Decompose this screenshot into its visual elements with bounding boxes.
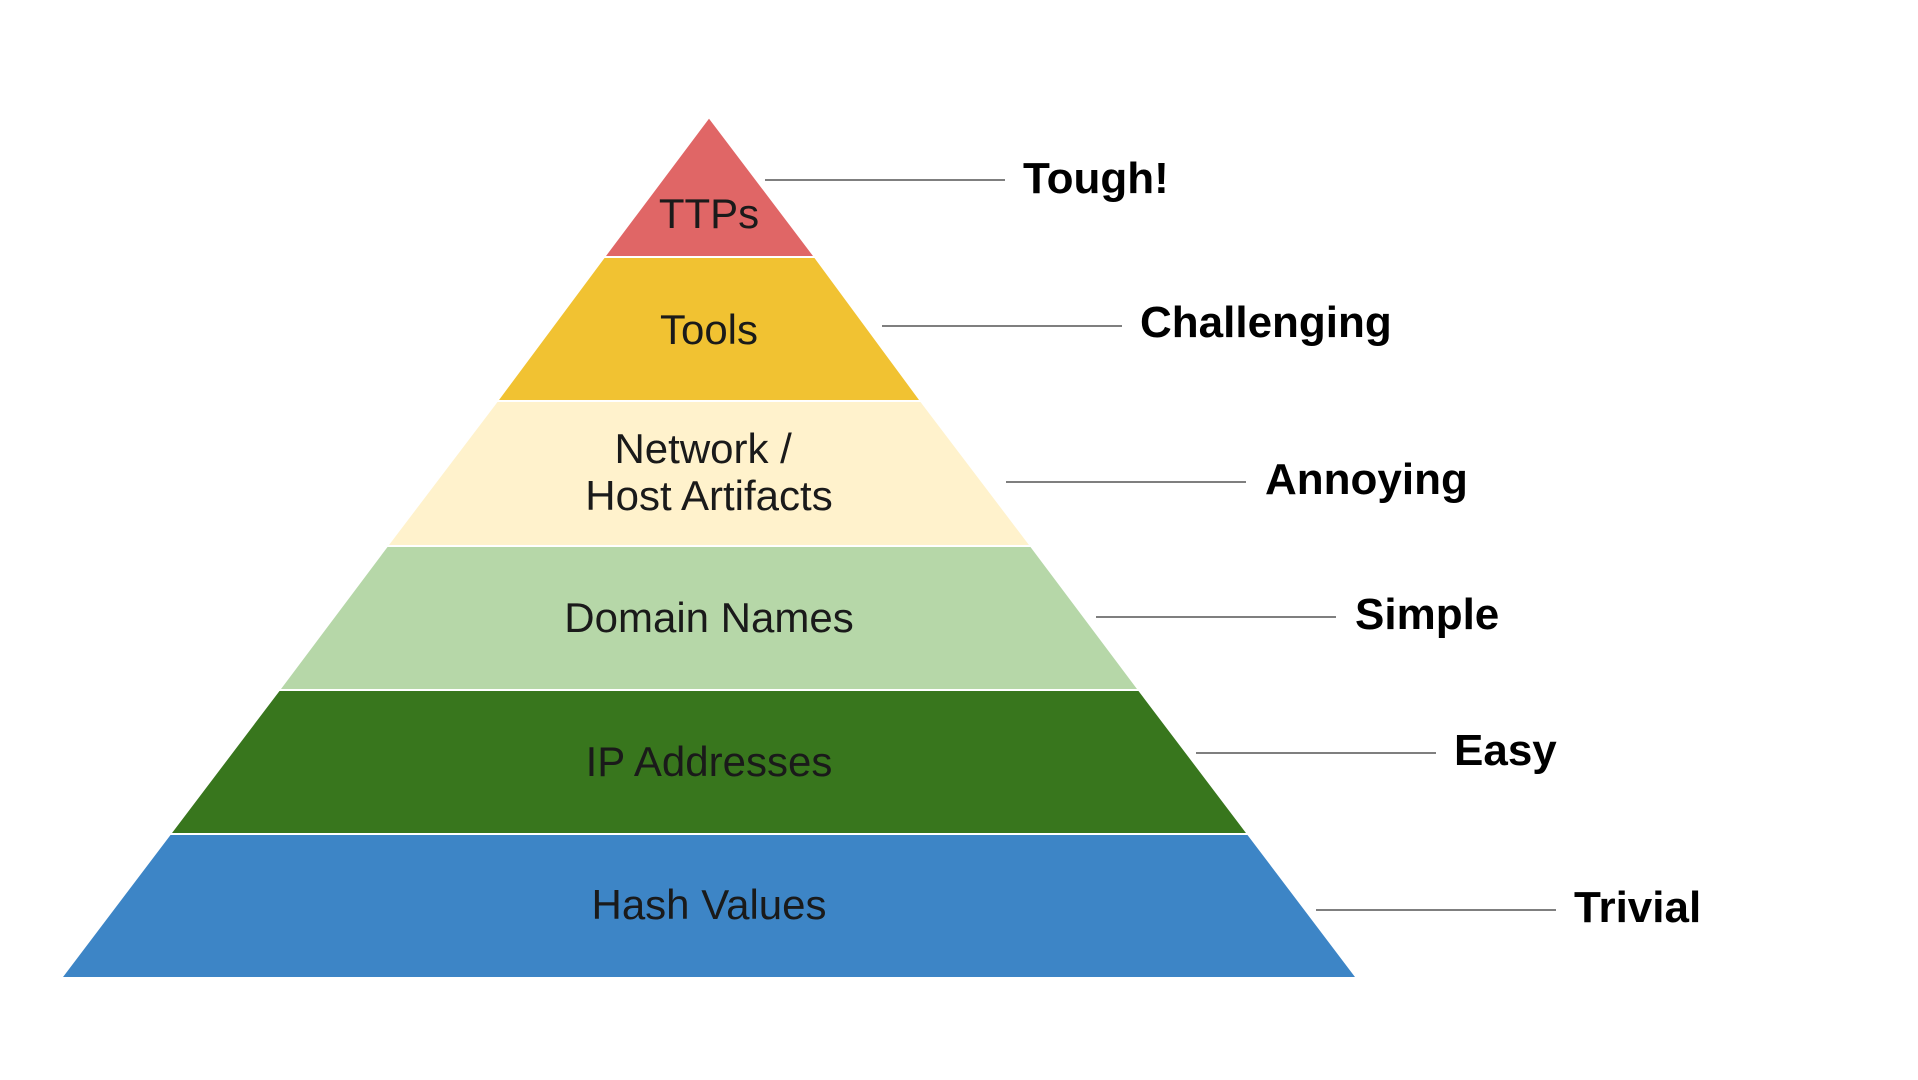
host-artifacts-label-line2: Host Artifacts [585, 472, 832, 519]
pyramid-level-ttps: TTPs Tough! [602, 115, 1169, 258]
pyramid-level-domain-names: Domain Names Simple [277, 545, 1499, 691]
domain-names-difficulty-label: Simple [1355, 590, 1499, 639]
tools-difficulty-label: Challenging [1140, 298, 1392, 347]
domain-names-label: Domain Names [564, 594, 853, 641]
pyramid-level-ip-addresses: IP Addresses Easy [167, 689, 1557, 835]
tools-label: Tools [660, 306, 758, 353]
ttps-difficulty-label: Tough! [1023, 154, 1169, 203]
network-host-artifacts-difficulty-label: Annoying [1265, 455, 1468, 504]
ttps-label: TTPs [659, 190, 759, 237]
hash-values-label: Hash Values [591, 881, 826, 928]
ip-addresses-difficulty-label: Easy [1454, 726, 1557, 775]
ip-addresses-label: IP Addresses [586, 738, 833, 785]
network-label-line1: Network / [614, 425, 792, 472]
pyramid-level-tools: Tools Challenging [495, 256, 1392, 402]
pyramid-level-hash-values: Hash Values Trivial [58, 833, 1701, 979]
pyramid-level-network-host-artifacts: Network / Host Artifacts Annoying [384, 400, 1468, 547]
network-host-artifacts-label: Network / Host Artifacts [585, 425, 832, 519]
hash-values-difficulty-label: Trivial [1574, 883, 1701, 932]
hash-values-layer-shape [58, 833, 1360, 979]
